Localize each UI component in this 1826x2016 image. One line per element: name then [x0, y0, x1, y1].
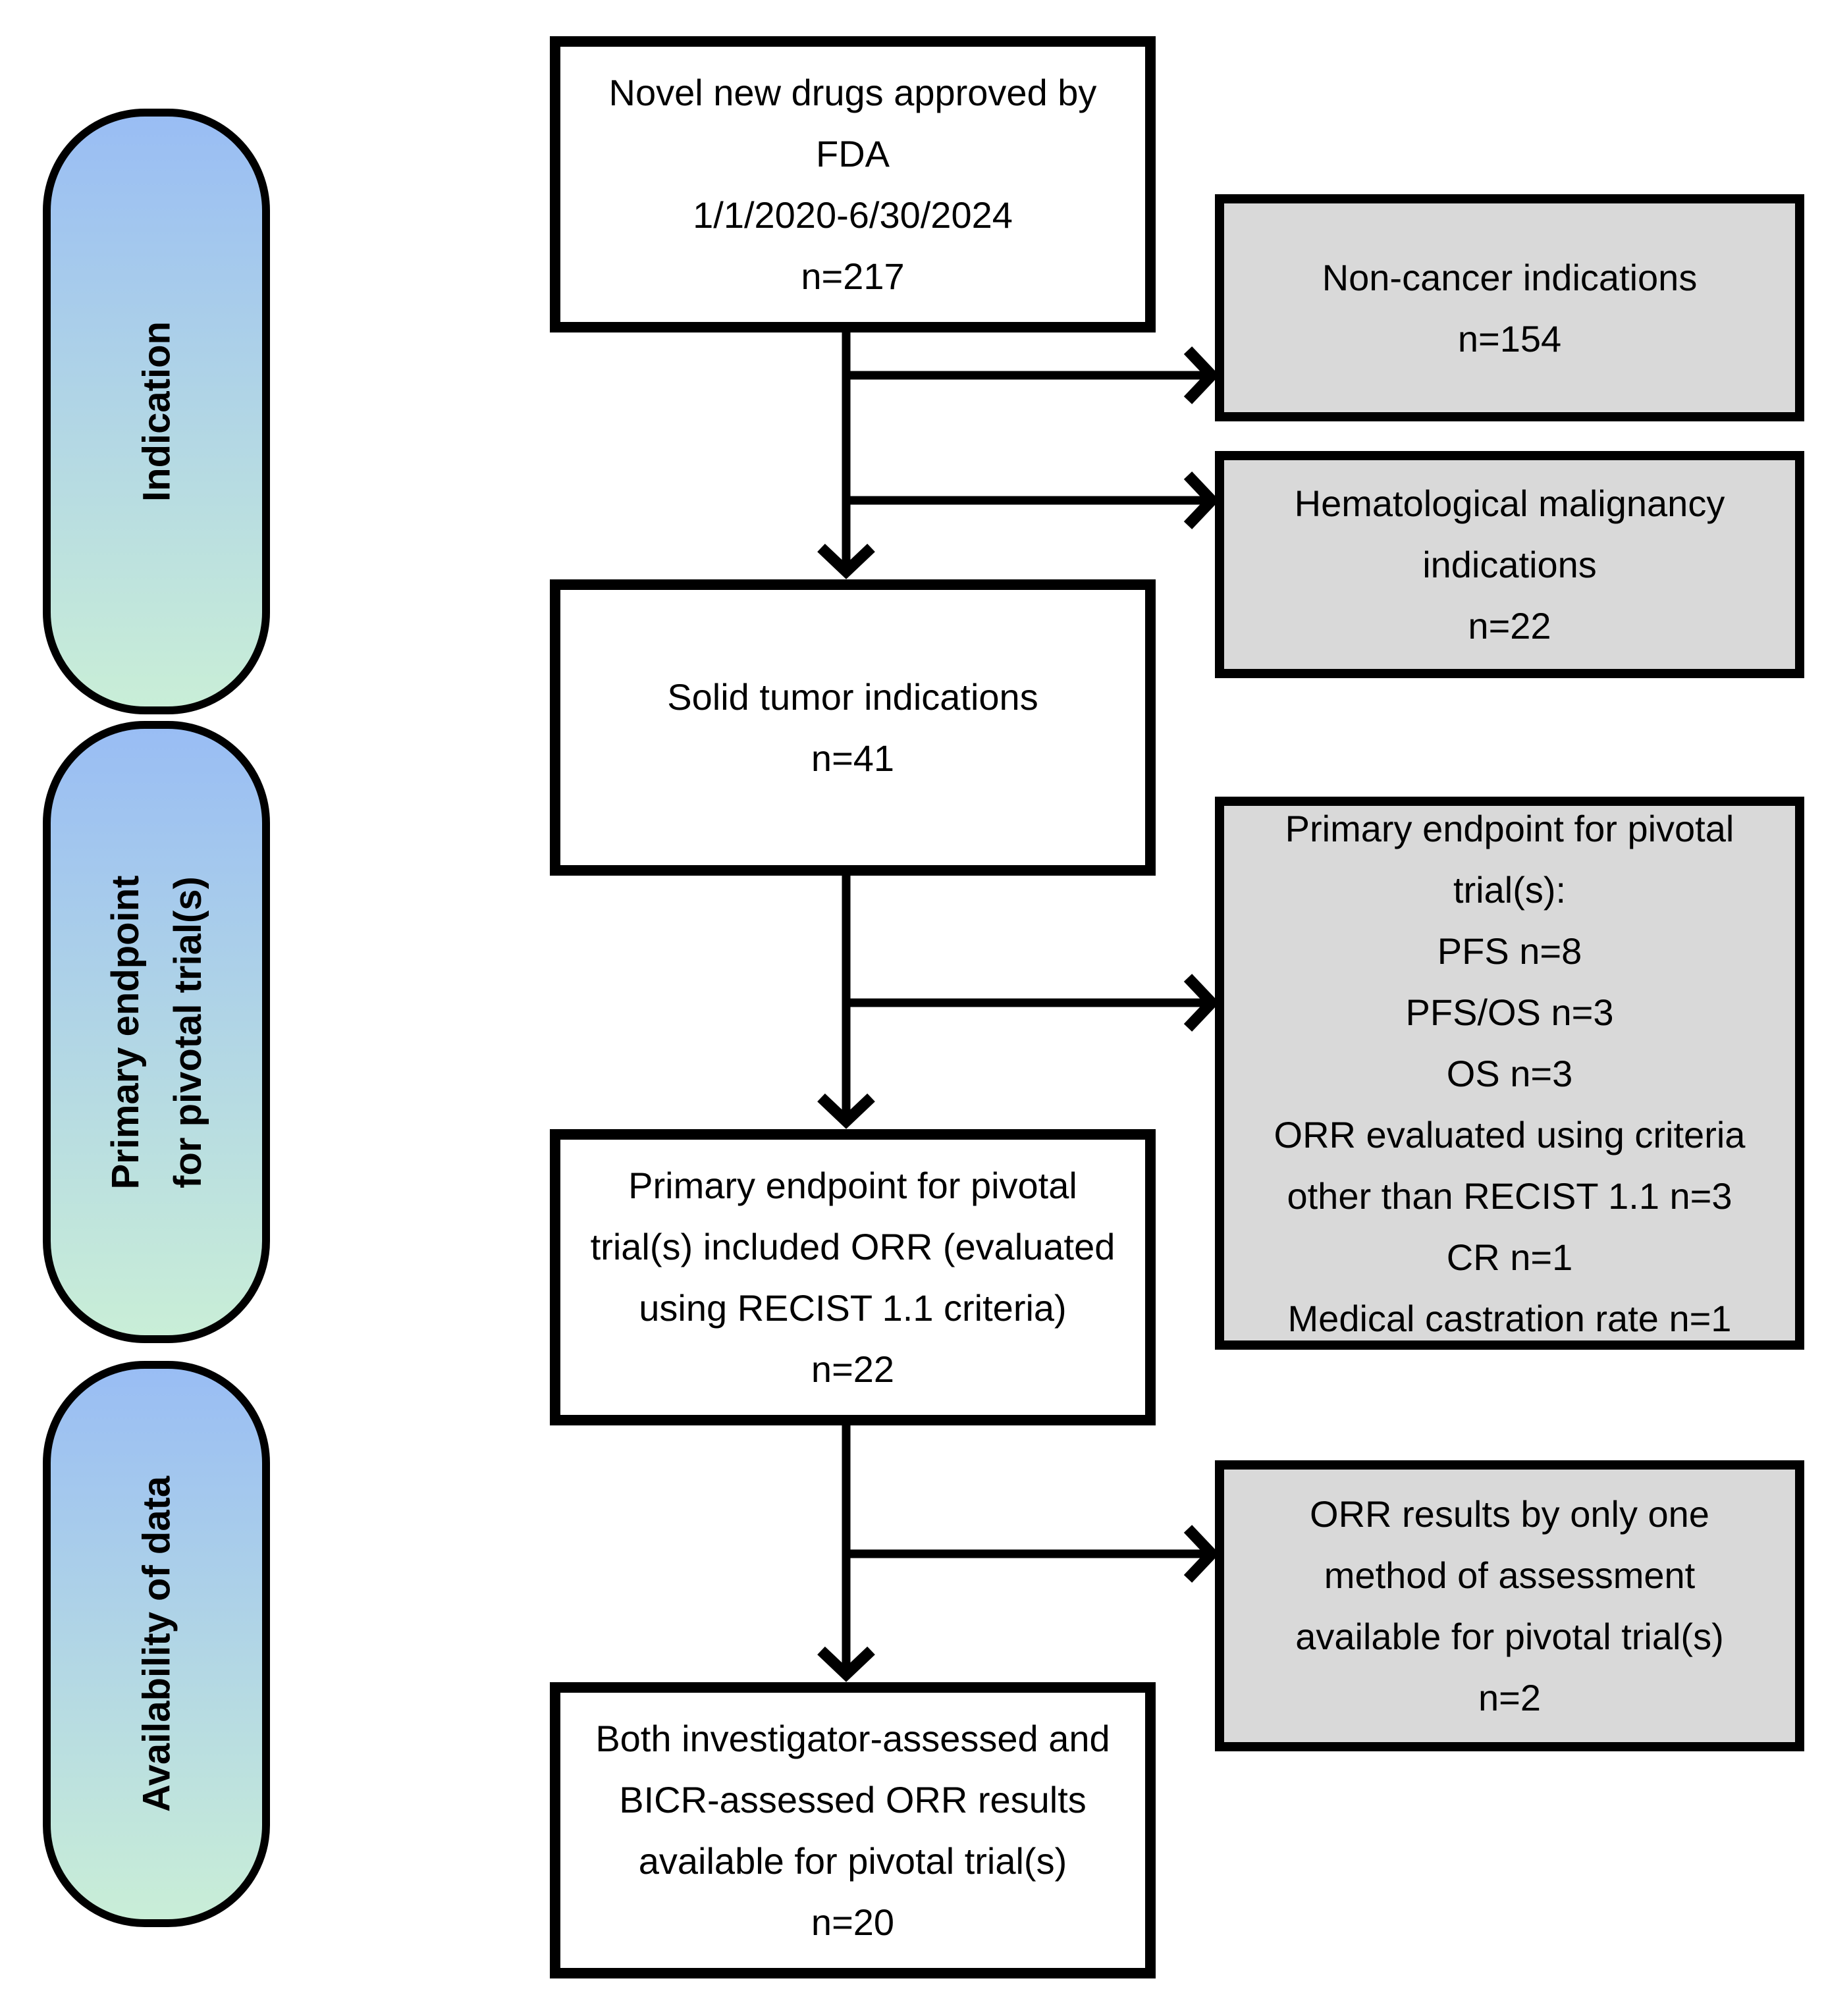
main-box-both-assessed-text: Both investigator-assessed and BICR-asse… [595, 1718, 1110, 1943]
main-box-orr-recist: Primary endpoint for pivotal trial(s) in… [550, 1129, 1156, 1425]
stage-pill-availability-label: Availability of data [135, 1475, 178, 1813]
main-box-novel-drugs: Novel new drugs approved by FDA 1/1/2020… [550, 36, 1156, 332]
exclusion-box-non-cancer: Non-cancer indications n=154 [1215, 194, 1804, 421]
exclusion-box-one-method: ORR results by only one method of assess… [1215, 1460, 1804, 1751]
exclusion-box-hematological: Hematological malignancy indications n=2… [1215, 451, 1804, 678]
exclusion-box-other-endpoints-text: Primary endpoint for pivotal trial(s): P… [1274, 807, 1746, 1339]
exclusion-box-other-endpoints: Primary endpoint for pivotal trial(s): P… [1215, 797, 1804, 1350]
stage-pill-primary-endpoint-label: Primary endpoint for pivotal trial(s) [103, 875, 209, 1189]
main-box-solid-tumor-text: Solid tumor indications n=41 [667, 676, 1038, 779]
exclusion-box-non-cancer-text: Non-cancer indications n=154 [1322, 256, 1698, 359]
stage-pill-primary-endpoint: Primary endpoint for pivotal trial(s) [43, 721, 270, 1343]
main-box-solid-tumor: Solid tumor indications n=41 [550, 579, 1156, 876]
main-box-novel-drugs-text: Novel new drugs approved by FDA 1/1/2020… [608, 72, 1097, 297]
stage-pill-availability: Availability of data [43, 1361, 270, 1927]
exclusion-box-hematological-text: Hematological malignancy indications n=2… [1294, 483, 1725, 647]
exclusion-box-one-method-text: ORR results by only one method of assess… [1295, 1493, 1724, 1718]
main-box-both-assessed: Both investigator-assessed and BICR-asse… [550, 1682, 1156, 1978]
stage-pill-indication: Indication [43, 109, 270, 714]
main-box-orr-recist-text: Primary endpoint for pivotal trial(s) in… [590, 1165, 1115, 1390]
stage-pill-indication-label: Indication [135, 321, 178, 502]
